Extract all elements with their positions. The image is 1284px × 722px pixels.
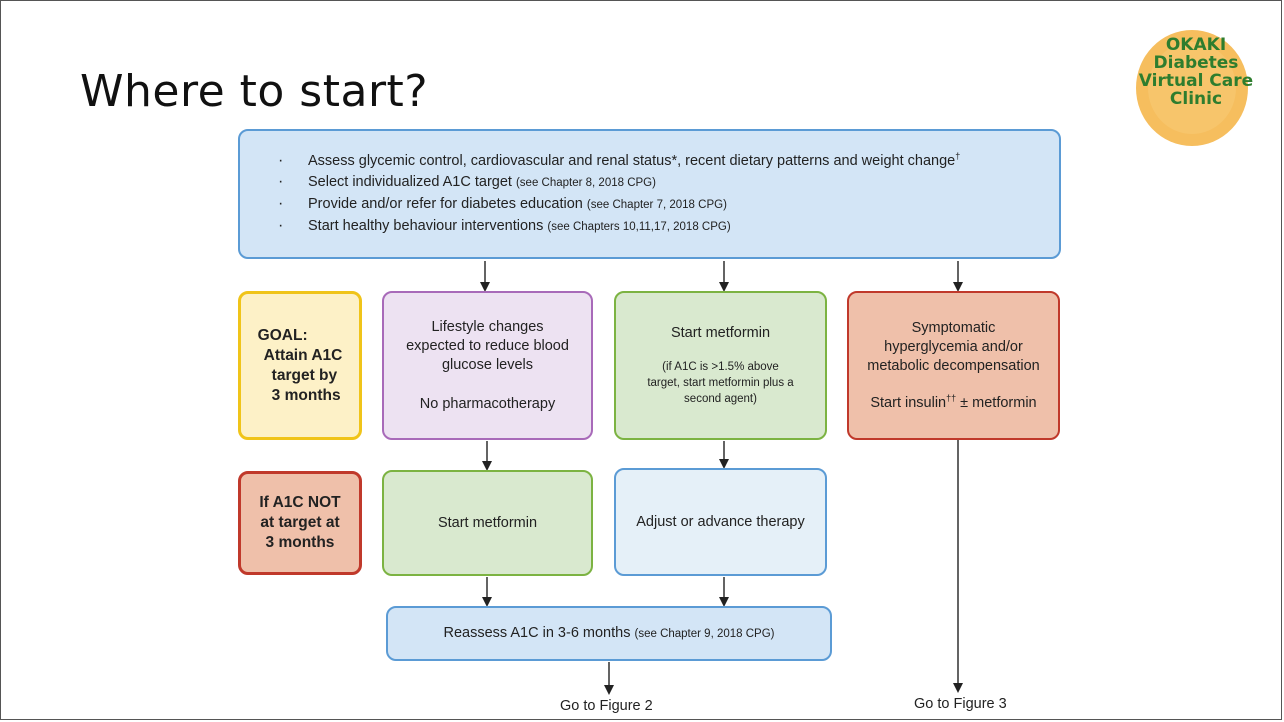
lifestyle-line-1: Lifestyle changes — [431, 318, 544, 335]
lifestyle-line-4: No pharmacotherapy — [419, 395, 556, 412]
logo-text: OKAKI Diabetes Virtual Care Clinic — [1134, 36, 1258, 108]
not-target-line-2: at target at — [260, 514, 340, 531]
goal-line-4: 3 months — [271, 386, 341, 404]
goal-line-2: Attain A1C — [263, 346, 343, 364]
goal-line-3: target by — [271, 366, 338, 384]
metformin-heading: Start metformin — [670, 325, 771, 341]
start-metformin-initial-box: Start metformin (if A1C is >1.5% above t… — [614, 291, 827, 440]
goto-figure-2: Go to Figure 2 — [560, 698, 653, 714]
symptomatic-line-4: Start insulin†† ± metformin — [870, 392, 1037, 411]
logo-line-2: Diabetes — [1153, 53, 1239, 73]
logo-circle-icon — [1136, 30, 1248, 146]
slide-title: Where to start? — [80, 66, 429, 117]
symptomatic-line-2: hyperglycemia and/or — [884, 338, 1023, 355]
goto-figure-3: Go to Figure 3 — [914, 696, 1007, 712]
lifestyle-line-3: glucose levels — [441, 356, 534, 373]
lifestyle-box: Lifestyle changes expected to reduce blo… — [382, 291, 593, 440]
lifestyle-line-2: expected to reduce blood — [406, 337, 569, 354]
clinic-logo: OKAKI Diabetes Virtual Care Clinic — [1134, 26, 1253, 146]
adjust-therapy-box: Adjust or advance therapy — [614, 468, 827, 576]
reassess-note: (see Chapter 9, 2018 CPG) — [634, 627, 775, 640]
not-target-line-3: 3 months — [265, 534, 335, 551]
symptomatic-box: Symptomatic hyperglycemia and/or metabol… — [847, 291, 1060, 440]
adjust-therapy-label: Adjust or advance therapy — [636, 513, 805, 530]
reassess-label: Reassess A1C in 3-6 months — [443, 624, 631, 641]
logo-line-3: Virtual Care — [1138, 71, 1254, 91]
goal-box: GOAL: Attain A1C target by 3 months — [238, 291, 362, 440]
metformin-note-3: second agent) — [684, 393, 757, 405]
start-metformin-box: Start metformin — [382, 470, 593, 576]
metformin-note-2: target, start metformin plus a — [647, 377, 794, 389]
metformin-note-1: (if A1C is >1.5% above — [662, 361, 779, 373]
start-metformin-label: Start metformin — [437, 514, 538, 531]
logo-line-1: OKAKI — [1165, 35, 1227, 55]
goal-line-1: GOAL: — [257, 326, 308, 344]
assessment-item: Start healthy behaviour interventions (s… — [278, 215, 960, 238]
assessment-item: Assess glycemic control, cardiovascular … — [278, 150, 960, 172]
not-at-target-box: If A1C NOT at target at 3 months — [238, 471, 362, 575]
not-target-line-1: If A1C NOT — [259, 494, 341, 511]
reassess-box: Reassess A1C in 3-6 months (see Chapter … — [386, 606, 832, 661]
symptomatic-line-3: metabolic decompensation — [867, 357, 1040, 374]
logo-line-4: Clinic — [1169, 89, 1223, 109]
assessment-list: Assess glycemic control, cardiovascular … — [240, 150, 960, 238]
assessment-item: Provide and/or refer for diabetes educat… — [278, 193, 960, 216]
assessment-box: Assess glycemic control, cardiovascular … — [238, 129, 1061, 259]
assessment-item: Select individualized A1C target (see Ch… — [278, 171, 960, 194]
symptomatic-line-1: Symptomatic — [911, 319, 996, 336]
